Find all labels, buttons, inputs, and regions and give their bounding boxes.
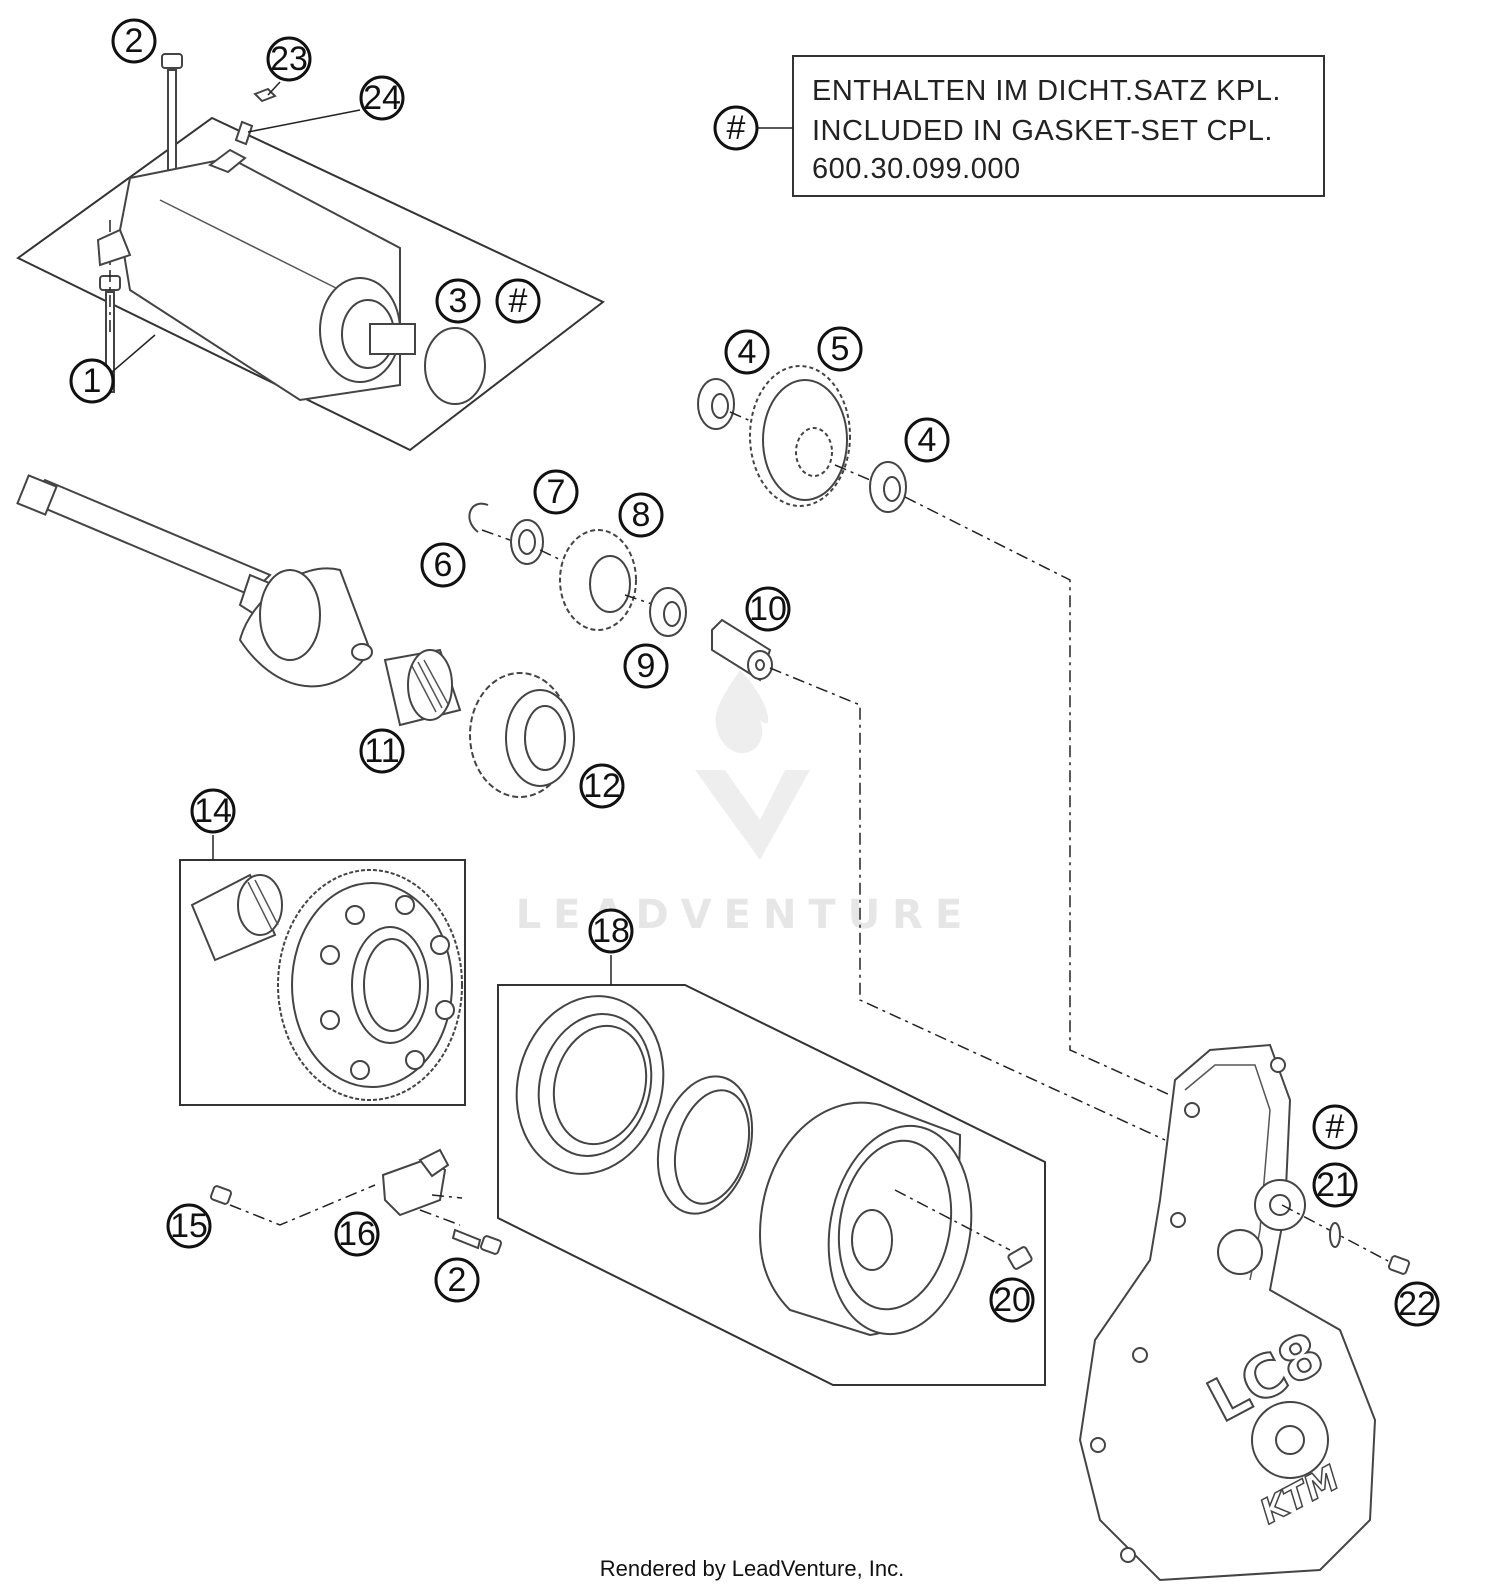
callout-23: 23 xyxy=(266,36,312,82)
svg-text:4: 4 xyxy=(738,333,757,371)
watermark-flame-icon xyxy=(715,670,769,754)
gear-5 xyxy=(749,365,851,507)
bushing-14 xyxy=(190,873,283,962)
callout-4-right: 4 xyxy=(904,417,950,463)
footer-credit: Rendered by LeadVenture, Inc. xyxy=(600,1556,905,1581)
torque-limiter-group xyxy=(179,835,466,1106)
svg-text:20: 20 xyxy=(993,1281,1031,1319)
starter-motor xyxy=(96,148,416,402)
svg-text:14: 14 xyxy=(194,792,232,830)
svg-text:#: # xyxy=(727,109,746,147)
callout-21: 21 xyxy=(1312,1162,1358,1208)
svg-text:3: 3 xyxy=(449,282,468,320)
screw-20 xyxy=(1007,1246,1033,1270)
gear-12 xyxy=(469,672,575,798)
legend-box xyxy=(792,55,1325,197)
bearing-4-right xyxy=(869,461,907,513)
callout-1: 1 xyxy=(69,358,115,404)
bearing-4-left xyxy=(697,378,735,430)
svg-text:2: 2 xyxy=(125,22,144,60)
svg-text:12: 12 xyxy=(583,767,621,805)
legend-hash-callout: # xyxy=(713,105,759,151)
callout-5: 5 xyxy=(817,326,863,372)
svg-text:4: 4 xyxy=(918,421,937,459)
callout-16: 16 xyxy=(334,1211,380,1257)
svg-text:18: 18 xyxy=(592,912,630,950)
bolt-2-lower xyxy=(451,1228,503,1255)
o-ring-3 xyxy=(424,327,486,405)
callout-2-bottom: 2 xyxy=(434,1257,480,1303)
svg-text:24: 24 xyxy=(363,79,401,117)
sensor-16 xyxy=(381,1148,450,1217)
svg-text:15: 15 xyxy=(170,1207,208,1245)
svg-text:22: 22 xyxy=(1398,1285,1436,1323)
callout-14: 14 xyxy=(190,788,236,834)
starter-motor-group xyxy=(16,53,605,452)
rotor-flywheel xyxy=(758,1101,973,1337)
callout-8: 8 xyxy=(618,492,664,538)
gear-8 xyxy=(559,529,637,631)
callout-24: 24 xyxy=(359,75,405,121)
callout-12: 12 xyxy=(579,763,625,809)
terminal-24 xyxy=(234,120,254,146)
callout-3: 3 xyxy=(435,278,481,324)
starter-gear-14 xyxy=(277,869,463,1101)
callout-20: 20 xyxy=(989,1277,1035,1323)
svg-text:9: 9 xyxy=(637,647,656,685)
callout-10: 10 xyxy=(745,586,791,632)
callout-4-left: 4 xyxy=(724,329,770,375)
flywheel-group xyxy=(497,955,1046,1386)
svg-text:7: 7 xyxy=(547,473,566,511)
callout-6: 6 xyxy=(420,542,466,588)
svg-text:11: 11 xyxy=(364,732,399,770)
legend-line-en: INCLUDED IN GASKET-SET CPL. xyxy=(812,115,1273,147)
screw-22 xyxy=(1387,1255,1411,1275)
legend-part-number: 600.30.099.000 xyxy=(812,153,1021,185)
svg-text:1: 1 xyxy=(83,362,102,400)
callout-7: 7 xyxy=(533,469,579,515)
watermark-text: LEADVENTURE xyxy=(516,892,975,938)
svg-text:23: 23 xyxy=(270,40,308,78)
svg-text:21: 21 xyxy=(1316,1166,1354,1204)
o-ring-21 xyxy=(1329,1222,1341,1248)
svg-text:5: 5 xyxy=(831,330,850,368)
circlip-6 xyxy=(468,502,489,533)
svg-text:16: 16 xyxy=(338,1215,376,1253)
callout-22: 22 xyxy=(1394,1281,1440,1327)
callout-9: 9 xyxy=(623,643,669,689)
bolt-2-right xyxy=(161,53,183,171)
callout-3-hash: # xyxy=(495,278,541,324)
needle-bearing-11 xyxy=(383,648,462,727)
screw-15 xyxy=(209,1185,233,1205)
legend-line-de: ENTHALTEN IM DICHT.SATZ KPL. xyxy=(812,75,1281,107)
svg-text:#: # xyxy=(509,282,528,320)
seal-ring xyxy=(656,1075,754,1215)
legend: # ENTHALTEN IM DICHT.SATZ KPL. INCLUDED … xyxy=(713,55,1325,197)
callout-18: 18 xyxy=(588,908,634,954)
pin-10 xyxy=(711,618,773,682)
callout-2-top: 2 xyxy=(111,18,157,64)
watermark: LEADVENTURE xyxy=(516,670,975,938)
stator-ring xyxy=(515,995,665,1175)
crankshaft xyxy=(16,474,373,688)
callout-15: 15 xyxy=(166,1203,212,1249)
svg-text:2: 2 xyxy=(448,1261,467,1299)
callout-11: 11 xyxy=(359,728,405,774)
ignition-cover: LC8 KTM xyxy=(1078,1043,1377,1582)
bearing-9 xyxy=(649,587,687,637)
svg-text:10: 10 xyxy=(749,590,787,628)
svg-text:6: 6 xyxy=(434,546,453,584)
svg-text:#: # xyxy=(1326,1108,1345,1146)
watermark-v-icon xyxy=(695,770,810,860)
callout-21-hash: # xyxy=(1312,1104,1358,1150)
svg-text:8: 8 xyxy=(632,496,651,534)
